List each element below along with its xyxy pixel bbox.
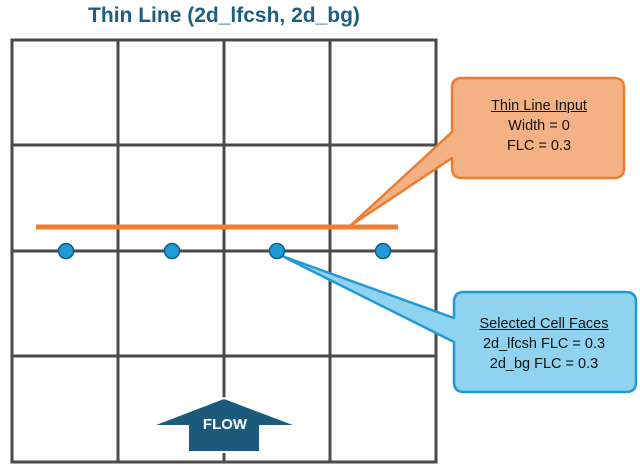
cell-faces-lfcsh-text: 2d_lfcsh FLC = 0.3 xyxy=(482,336,606,352)
cell-faces-callout-text: Selected Cell Faces 2d_lfcsh FLC = 0.3 2… xyxy=(452,314,636,374)
thin-line-flc-text: FLC = 0.3 xyxy=(506,138,572,154)
cell-face-marker-2 xyxy=(163,242,181,260)
thin-line-callout-heading: Thin Line Input xyxy=(491,98,587,114)
cell-faces-bg-text: 2d_bg FLC = 0.3 xyxy=(489,356,599,372)
cell-face-marker-3 xyxy=(268,242,286,260)
thin-line-callout-text: Thin Line Input Width = 0 FLC = 0.3 xyxy=(452,96,626,156)
diagram-title: Thin Line (2d_lfcsh, 2d_bg) xyxy=(88,4,360,27)
cell-faces-callout-shape xyxy=(280,254,638,394)
cell-faces-callout-heading: Selected Cell Faces xyxy=(479,316,609,332)
thin-line-width-text: Width = 0 xyxy=(508,118,570,134)
grid xyxy=(10,38,438,464)
cell-face-marker-1 xyxy=(57,242,75,260)
flow-label: FLOW xyxy=(202,416,248,433)
flow-arrow-icon xyxy=(150,397,299,453)
thin-line-callout-shape xyxy=(348,76,626,228)
cell-face-marker-4 xyxy=(374,242,392,260)
